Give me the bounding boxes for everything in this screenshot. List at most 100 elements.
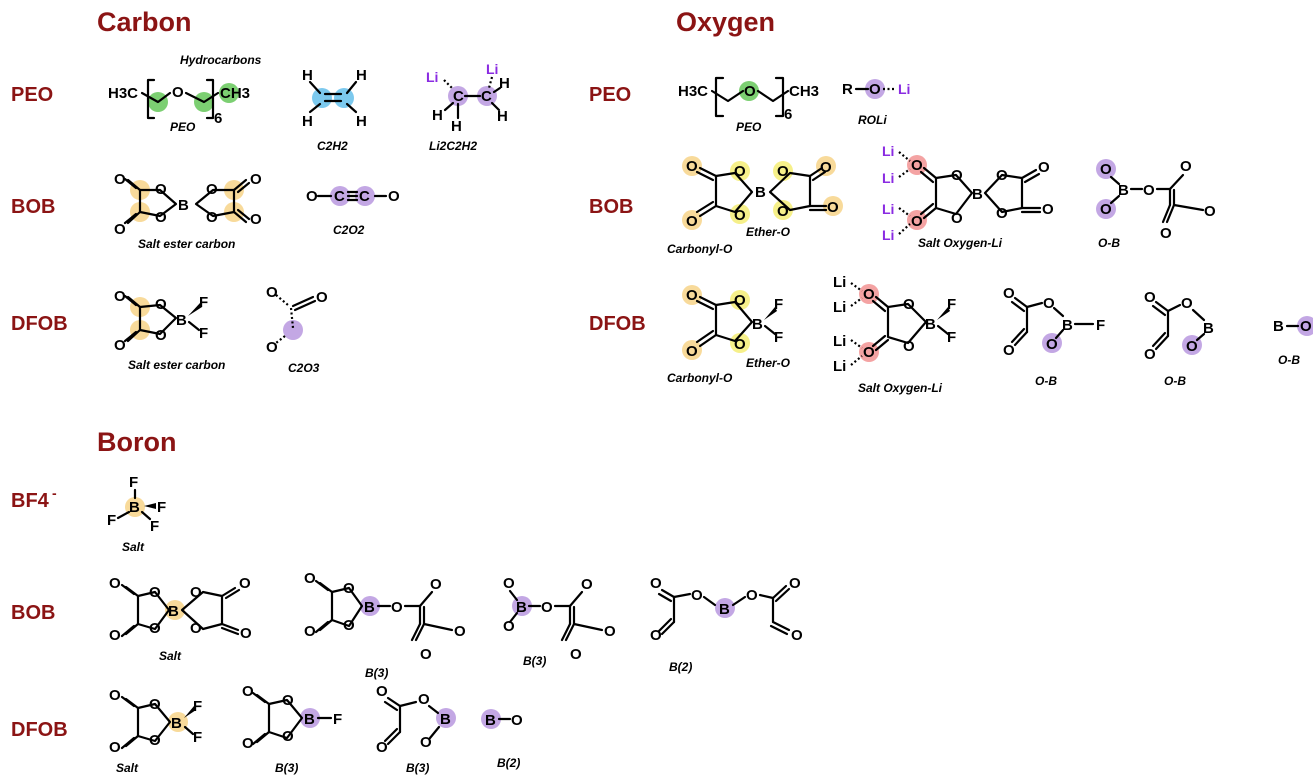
svg-text:O: O xyxy=(206,181,218,198)
svg-text:O: O xyxy=(242,683,254,700)
caption-boron-dfob-salt: Salt xyxy=(116,761,139,775)
svg-text:F: F xyxy=(150,518,159,535)
svg-text:O: O xyxy=(1100,201,1112,218)
svg-text:H: H xyxy=(432,107,443,124)
caption-oxygen-bob-ether: Ether-O xyxy=(746,225,791,239)
svg-text:O: O xyxy=(114,221,126,238)
svg-text:H: H xyxy=(302,67,313,84)
svg-text:B: B xyxy=(176,312,187,329)
svg-text:O: O xyxy=(266,339,278,356)
structure-carbon-dfob: O O O O B F F xyxy=(114,288,208,354)
svg-text:O: O xyxy=(1144,289,1156,306)
svg-text:O: O xyxy=(604,623,616,640)
caption-boron-bob-salt: Salt xyxy=(159,649,182,663)
svg-text:O: O xyxy=(746,587,758,604)
svg-text:O: O xyxy=(996,205,1008,222)
svg-text:O: O xyxy=(391,599,403,616)
svg-text:Li: Li xyxy=(882,227,894,243)
structure-roli: R O Li xyxy=(842,79,910,99)
svg-text:O: O xyxy=(903,296,915,313)
svg-text:O: O xyxy=(172,84,184,101)
svg-text:O: O xyxy=(306,188,318,205)
structure-oxygen-dfob: O O O O B F F xyxy=(682,285,783,360)
svg-text:O: O xyxy=(686,158,698,175)
structure-oxygen-peo: H3C O CH3 6 xyxy=(678,76,819,123)
svg-text:O: O xyxy=(114,337,126,354)
svg-text:O: O xyxy=(1181,295,1193,312)
caption-boron-dfob-b3-a: B(3) xyxy=(275,761,298,775)
svg-text:Li: Li xyxy=(833,333,846,350)
svg-text:B: B xyxy=(755,184,766,201)
svg-text:B: B xyxy=(719,601,730,618)
svg-text:B(2): B(2) xyxy=(669,660,692,674)
row-label-boron-bob: BOB xyxy=(11,602,55,624)
row-label-oxygen-dfob: DFOB xyxy=(589,313,646,335)
svg-text:O: O xyxy=(1186,338,1198,355)
svg-text:O: O xyxy=(820,159,832,176)
svg-text:O: O xyxy=(250,211,262,228)
svg-text:O: O xyxy=(503,575,515,592)
svg-text:O: O xyxy=(420,646,432,663)
svg-text:O: O xyxy=(1300,318,1312,335)
svg-text:CH3: CH3 xyxy=(220,85,250,102)
svg-text:B(3): B(3) xyxy=(406,761,429,775)
caption-boron-bob-b3-b: B(3) xyxy=(523,654,546,668)
svg-text:F: F xyxy=(107,512,116,529)
caption-carbon-dfob-salt-ester: Salt ester carbon xyxy=(128,358,225,372)
svg-text:O: O xyxy=(149,620,161,637)
structure-boron-dfob-salt: O O O O B F F xyxy=(109,687,202,756)
structure-boron-bob-salt: O O O O O O O O B xyxy=(109,575,252,644)
caption-hydrocarbons: Hydrocarbons xyxy=(180,53,262,67)
svg-text:O: O xyxy=(744,83,756,100)
caption-oxygen-bob-o-b: O-B xyxy=(1098,236,1120,250)
caption-oxygen-dfob-carbonyl: Carbonyl-O xyxy=(667,371,733,385)
svg-text:Li: Li xyxy=(833,358,846,375)
svg-text:C: C xyxy=(359,188,370,205)
svg-text:O: O xyxy=(109,575,121,592)
svg-text:O: O xyxy=(541,599,553,616)
svg-text:O: O xyxy=(454,623,466,640)
svg-text:B: B xyxy=(1273,318,1284,335)
caption-oxygen-dfob-salt-li: Salt Oxygen-Li xyxy=(858,381,943,395)
svg-text:B: B xyxy=(516,599,527,616)
svg-text:F: F xyxy=(947,296,956,313)
structure-li2c2h2: Li Li C C H H H H xyxy=(426,61,510,135)
svg-text:O: O xyxy=(388,188,400,205)
svg-text:O: O xyxy=(951,210,963,227)
svg-text:O: O xyxy=(1003,285,1015,302)
svg-text:F: F xyxy=(129,474,138,491)
svg-text:O: O xyxy=(686,213,698,230)
caption-carbon-peo: PEO xyxy=(170,120,196,134)
svg-text:O: O xyxy=(1143,182,1155,199)
structure-boron-bob-b3-b: O O B O O O O xyxy=(503,575,616,663)
svg-text:H3C: H3C xyxy=(678,83,708,100)
svg-text:O: O xyxy=(734,163,746,180)
structure-boron-dfob-b3-b: O O O B O xyxy=(376,683,456,756)
svg-text:O: O xyxy=(109,687,121,704)
svg-text:F: F xyxy=(157,499,166,516)
caption-oxygen-bob-salt-li: Salt Oxygen-Li xyxy=(918,236,1003,250)
svg-text:B(3): B(3) xyxy=(365,666,388,680)
svg-text:O: O xyxy=(791,627,803,644)
section-title-boron: Boron xyxy=(97,427,176,457)
svg-text:O: O xyxy=(691,587,703,604)
caption-boron-dfob-b3-b: B(3) xyxy=(406,761,429,775)
svg-text:B: B xyxy=(440,711,451,728)
svg-text:H: H xyxy=(497,108,508,125)
svg-text:O: O xyxy=(250,171,262,188)
svg-text:Li: Li xyxy=(882,201,894,217)
caption-oxygen-bob-carbonyl: Carbonyl-O xyxy=(667,242,733,256)
caption-li2c2h2: Li2C2H2 xyxy=(429,139,477,153)
svg-text:O: O xyxy=(911,213,923,230)
svg-text:O: O xyxy=(109,739,121,756)
structure-c2o3: O O O xyxy=(266,284,328,356)
svg-text:O: O xyxy=(418,691,430,708)
svg-text:O: O xyxy=(304,623,316,640)
svg-text:O: O xyxy=(1038,159,1050,176)
svg-text:O: O xyxy=(777,203,789,220)
svg-text:O: O xyxy=(650,575,662,592)
svg-text:B: B xyxy=(752,316,763,333)
svg-text:Li: Li xyxy=(898,81,910,97)
structure-boron-dfob-b2: B O xyxy=(481,709,523,729)
structure-c2h2: H H H H xyxy=(302,67,367,130)
